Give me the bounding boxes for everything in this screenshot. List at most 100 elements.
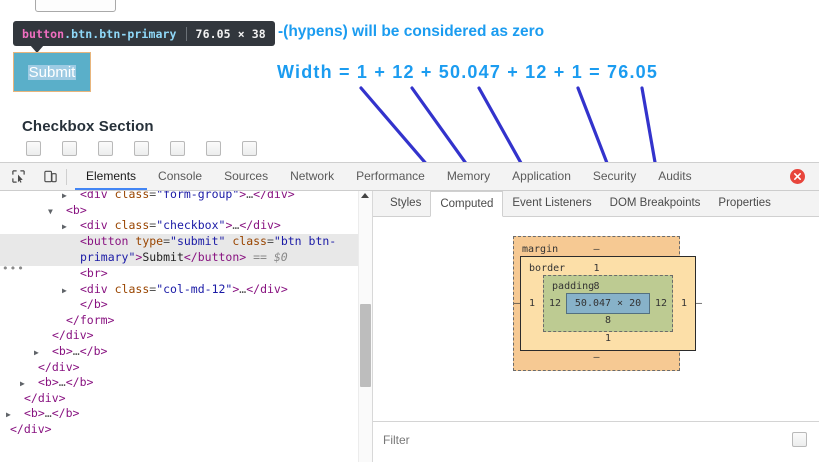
- sidebar-tab-computed[interactable]: Computed: [430, 191, 504, 217]
- tab-audits[interactable]: Audits: [658, 169, 692, 183]
- text-input-partial[interactable]: [35, 0, 116, 12]
- device-toolbar-icon[interactable]: [38, 165, 62, 189]
- tab-memory[interactable]: Memory: [446, 169, 491, 183]
- box-model-diagram: margin – – border 1 1: [513, 236, 702, 371]
- elements-tree-rows: ▶<div class="form-group">…</div>▼<b>▶<di…: [0, 191, 372, 438]
- tab-application[interactable]: Application: [512, 169, 571, 183]
- box-model-margin-right[interactable]: –: [696, 298, 703, 309]
- devtools-tab-list: Elements Console Sources Network Performance…: [75, 163, 703, 190]
- box-model-border-right[interactable]: 1: [681, 298, 688, 309]
- devtools-body: ••• ▶<div class="form-group">…</div>▼<b>…: [0, 191, 819, 462]
- tree-row[interactable]: </div>: [0, 328, 372, 344]
- box-model-border-header: border 1: [521, 262, 695, 275]
- tooltip-divider: [185, 26, 187, 41]
- box-model-padding-left[interactable]: 12: [549, 298, 562, 309]
- scroll-up-arrow-icon[interactable]: [361, 193, 369, 198]
- expand-triangle-icon[interactable]: ▶: [20, 379, 25, 389]
- box-model-border-middle: 1 padding 8 12 50.047 × 20: [521, 275, 695, 332]
- tree-row[interactable]: </div>: [0, 391, 372, 407]
- tree-row[interactable]: <br>: [0, 266, 372, 282]
- tree-row[interactable]: ▶<div class="form-group">…</div>: [0, 191, 372, 203]
- box-model-padding[interactable]: padding 8 12 50.047 × 20 12 8: [543, 275, 674, 332]
- expand-triangle-icon[interactable]: ▶: [62, 222, 67, 232]
- tooltip-dimensions: 76.05 × 38: [195, 26, 266, 41]
- tab-network[interactable]: Network: [290, 169, 335, 183]
- box-model-padding-bottom[interactable]: 8: [605, 315, 612, 326]
- tree-row[interactable]: ▶<div class="col-md-12">…</div>: [0, 282, 372, 298]
- filter-input[interactable]: Filter: [383, 433, 410, 447]
- tab-performance[interactable]: Performance: [356, 169, 425, 183]
- sidebar-tab-event-listeners[interactable]: Event Listeners: [512, 197, 592, 209]
- box-model-border-label: border: [529, 263, 566, 274]
- tooltip-tag-name: button: [22, 26, 65, 41]
- sidebar-tab-styles[interactable]: Styles: [390, 197, 422, 209]
- tree-row[interactable]: </b>: [0, 297, 372, 313]
- scrollbar-thumb[interactable]: [360, 304, 371, 387]
- box-model-padding-header: padding 8: [544, 280, 672, 293]
- checkbox-4[interactable]: [134, 141, 149, 156]
- checkbox-1[interactable]: [26, 141, 41, 156]
- tree-row[interactable]: ▶<div class="checkbox">…</div>: [0, 218, 372, 234]
- elements-tree-panel[interactable]: ••• ▶<div class="form-group">…</div>▼<b>…: [0, 191, 372, 462]
- box-model-border-bottom[interactable]: 1: [605, 333, 612, 344]
- checkbox-row: [26, 141, 257, 156]
- box-model-border[interactable]: border 1 1 padding 8: [520, 256, 697, 351]
- tab-sources[interactable]: Sources: [224, 169, 269, 183]
- box-model-padding-right[interactable]: 12: [655, 298, 668, 309]
- box-model-content[interactable]: 50.047 × 20: [566, 293, 651, 314]
- box-model-padding-label: padding: [552, 281, 595, 292]
- tree-row[interactable]: ▶<b>…</b>: [0, 344, 372, 360]
- tree-indent-spacer: [57, 314, 66, 330]
- tab-security[interactable]: Security: [592, 169, 637, 183]
- expand-triangle-icon[interactable]: ▶: [62, 191, 67, 200]
- tree-row[interactable]: </div>: [0, 360, 372, 376]
- inspect-element-icon[interactable]: [6, 165, 30, 189]
- tooltip-class-names: .btn.btn-primary: [64, 26, 177, 41]
- tree-indent-spacer: [71, 235, 80, 251]
- close-icon[interactable]: [790, 169, 805, 184]
- tree-row-selected[interactable]: <button type="submit" class="btn btn-pri…: [0, 233, 372, 266]
- tree-row[interactable]: ▶<b>…</b>: [0, 375, 372, 391]
- box-model-margin[interactable]: margin – – border 1 1: [513, 236, 702, 371]
- box-model-margin-label: margin: [522, 244, 559, 255]
- box-model-margin-middle: – border 1 1 padding: [514, 256, 702, 351]
- tree-indent-spacer: [43, 329, 52, 345]
- box-model-padding-middle: 12 50.047 × 20 12: [544, 293, 672, 314]
- collapse-triangle-icon[interactable]: ▼: [48, 206, 53, 216]
- show-all-checkbox[interactable]: [792, 432, 807, 447]
- computed-sidebar-panel: Styles Computed Event Listeners DOM Breakpo…: [372, 191, 819, 462]
- tab-elements[interactable]: Elements: [75, 163, 147, 190]
- tree-row[interactable]: ▶<b>…</b>: [0, 406, 372, 422]
- checkbox-3[interactable]: [98, 141, 113, 156]
- box-model-padding-top[interactable]: 8: [593, 281, 600, 292]
- sidebar-tab-list: Styles Computed Event Listeners DOM Breakpo…: [373, 191, 819, 217]
- page-section-title: Checkbox Section: [22, 118, 154, 135]
- tree-indent-spacer: [29, 361, 38, 377]
- box-model-margin-header: margin –: [514, 243, 679, 256]
- box-model-margin-left[interactable]: –: [514, 298, 521, 309]
- tab-console[interactable]: Console: [158, 169, 203, 183]
- box-model-margin-bottom[interactable]: –: [593, 352, 600, 363]
- tree-indent-spacer: [15, 392, 24, 408]
- expand-triangle-icon[interactable]: ▶: [6, 410, 11, 420]
- checkbox-5[interactable]: [170, 141, 185, 156]
- box-model-border-left[interactable]: 1: [529, 298, 536, 309]
- elements-tree-scrollbar[interactable]: [358, 191, 372, 462]
- checkbox-2[interactable]: [62, 141, 77, 156]
- box-model-border-top[interactable]: 1: [593, 263, 600, 274]
- tooltip-pointer-arrow: [30, 45, 44, 53]
- submit-button[interactable]: Submit: [14, 53, 90, 91]
- tree-row[interactable]: </form>: [0, 313, 372, 329]
- expand-triangle-icon[interactable]: ▶: [62, 285, 67, 295]
- checkbox-6[interactable]: [206, 141, 221, 156]
- computed-filter-bar: Filter: [373, 421, 819, 462]
- sidebar-tab-properties[interactable]: Properties: [718, 197, 771, 209]
- submit-button-highlight-wrapper: Submit: [13, 52, 91, 92]
- sidebar-tab-dom-breakpoints[interactable]: DOM Breakpoints: [609, 197, 701, 209]
- checkbox-7[interactable]: [242, 141, 257, 156]
- tree-row[interactable]: ▼<b>: [0, 203, 372, 219]
- toolbar-divider: [66, 168, 67, 185]
- expand-triangle-icon[interactable]: ▶: [34, 347, 39, 357]
- box-model-margin-top[interactable]: –: [593, 244, 600, 255]
- tree-row[interactable]: </div>: [0, 422, 372, 438]
